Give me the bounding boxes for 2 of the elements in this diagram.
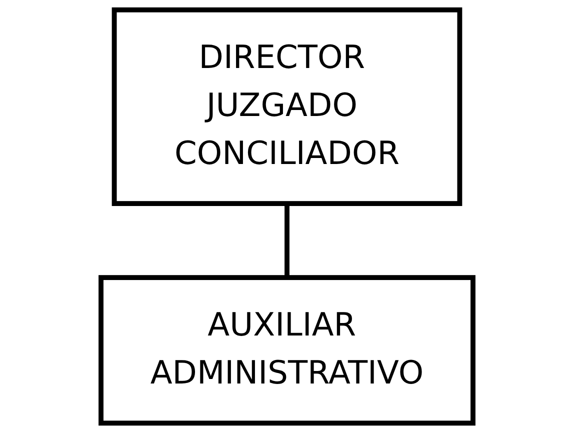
node-box: AUXILIAR ADMINISTRATIVO [98, 275, 476, 426]
node-box: DIRECTOR JUZGADO CONCILIADOR [112, 7, 462, 206]
